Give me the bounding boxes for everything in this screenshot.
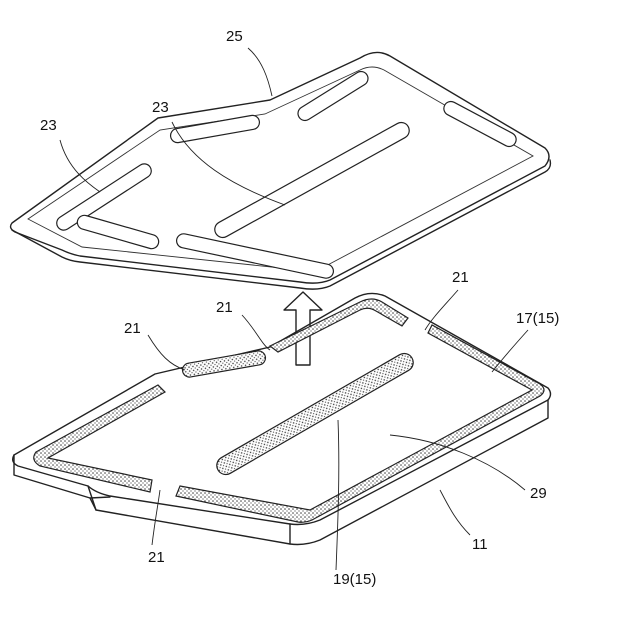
label-seal-right: 21 xyxy=(452,269,469,286)
groove-slot xyxy=(212,120,412,241)
label-outer-seal: 17(15) xyxy=(516,310,559,327)
label-surface: 29 xyxy=(530,485,547,502)
groove-slot xyxy=(169,114,260,143)
inner-seal xyxy=(214,350,417,478)
seal-segment xyxy=(181,350,266,378)
label-upper-member: 25 xyxy=(226,28,243,45)
label-seal-upper-mid: 21 xyxy=(216,299,233,316)
groove-slot xyxy=(441,99,518,149)
groove-slot xyxy=(76,214,161,251)
label-groove-center: 23 xyxy=(152,99,169,116)
label-seal-bottom: 21 xyxy=(148,549,165,566)
groove-slot xyxy=(175,233,334,280)
label-inner-seal: 19(15) xyxy=(333,571,376,588)
leader-lines xyxy=(60,48,528,570)
groove-slot xyxy=(295,69,370,123)
label-groove-left: 23 xyxy=(40,117,57,134)
label-base-member: 11 xyxy=(472,536,488,553)
label-seal-upper-left: 21 xyxy=(124,320,141,337)
upper-plate xyxy=(11,52,551,289)
base-plate xyxy=(13,293,551,544)
